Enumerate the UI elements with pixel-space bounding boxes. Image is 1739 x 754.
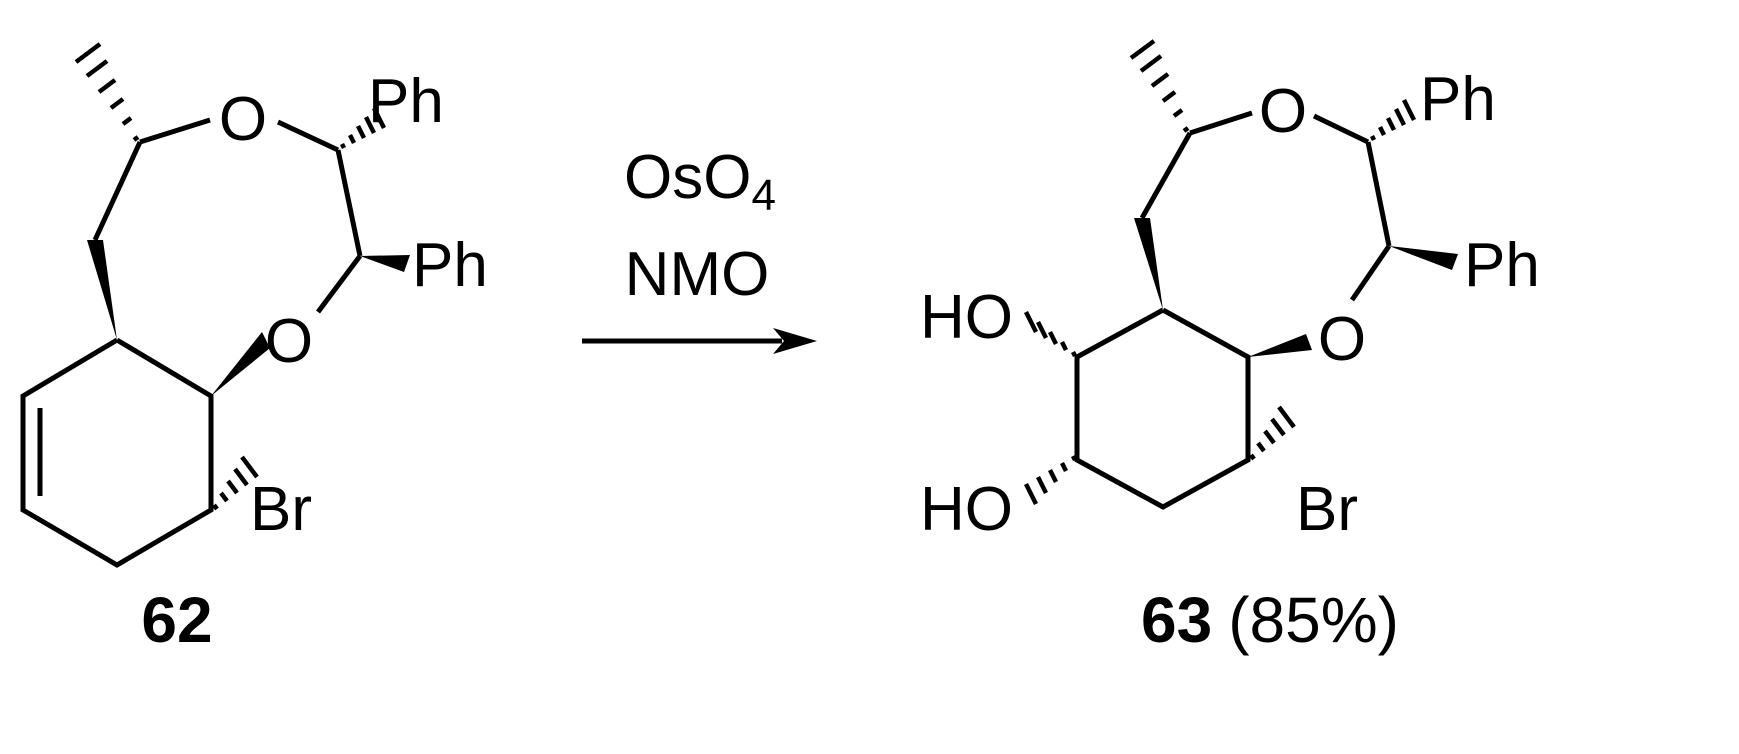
- atom-br: Br: [250, 475, 312, 544]
- hashed-br: [1249, 405, 1296, 461]
- compound-number-63: 63: [1141, 584, 1212, 656]
- atom-ph-top: Ph: [368, 67, 444, 136]
- compound-label-63: 63(85%): [1141, 584, 1399, 656]
- atom-o-ring: O: [1259, 77, 1307, 146]
- hashed-methyl: [1129, 39, 1190, 133]
- reaction-arrow-head: [773, 328, 817, 354]
- bond-cph-cph: [1365, 141, 1392, 247]
- atom-ho-top: HO: [920, 283, 1013, 352]
- reagent-oso4: OsO4: [624, 143, 776, 220]
- bond-cph-olower: [1349, 244, 1392, 302]
- wedge-bond: [87, 240, 117, 340]
- bond-ch2-cme: [1139, 131, 1193, 220]
- bond-cme-o: [139, 117, 211, 145]
- reactant-62-structure: O Ph Ph O Br: [20, 42, 488, 568]
- product-63-structure: O Ph Ph O HO HO Br: [920, 39, 1540, 544]
- hashed-ph-top: [1369, 98, 1417, 142]
- bond-cph-olower: [316, 254, 362, 314]
- bond-o-cph: [276, 119, 340, 153]
- compound-label-62: 62: [141, 584, 212, 656]
- bond-o-cph: [1312, 113, 1370, 145]
- wedge-ph-mid: [360, 255, 410, 272]
- wedge-ph-mid: [1389, 246, 1458, 270]
- ring-bonds: [20, 337, 214, 568]
- atom-ph-mid: Ph: [1464, 231, 1540, 300]
- atom-ph-mid: Ph: [412, 231, 488, 300]
- hashed-ho-top: [1023, 310, 1078, 358]
- bond-cph-cph: [335, 149, 363, 257]
- atom-br: Br: [1296, 475, 1358, 544]
- ring-bonds: [1074, 307, 1251, 510]
- atom-ph-top: Ph: [1420, 65, 1496, 134]
- hashed-ph-top: [339, 106, 387, 150]
- atom-o-lower: O: [1318, 305, 1366, 374]
- atom-o-ring: O: [219, 85, 267, 154]
- reagent-nmo: NMO: [625, 240, 770, 309]
- hashed-ho-bottom: [1023, 454, 1078, 506]
- atom-o-lower: O: [265, 307, 313, 376]
- atom-ho-bottom: HO: [920, 475, 1013, 544]
- wedge-c-olower: [211, 332, 270, 396]
- hashed-br: [212, 455, 259, 511]
- hashed-methyl: [74, 42, 140, 142]
- wedge-c-olower: [1248, 334, 1312, 357]
- wedge-bond: [1134, 218, 1163, 310]
- compound-yield: (85%): [1228, 584, 1399, 656]
- reagent-block: OsO4 NMO: [582, 143, 817, 354]
- bond-ch2-cme: [92, 140, 143, 242]
- bond-cme-o: [1189, 110, 1253, 136]
